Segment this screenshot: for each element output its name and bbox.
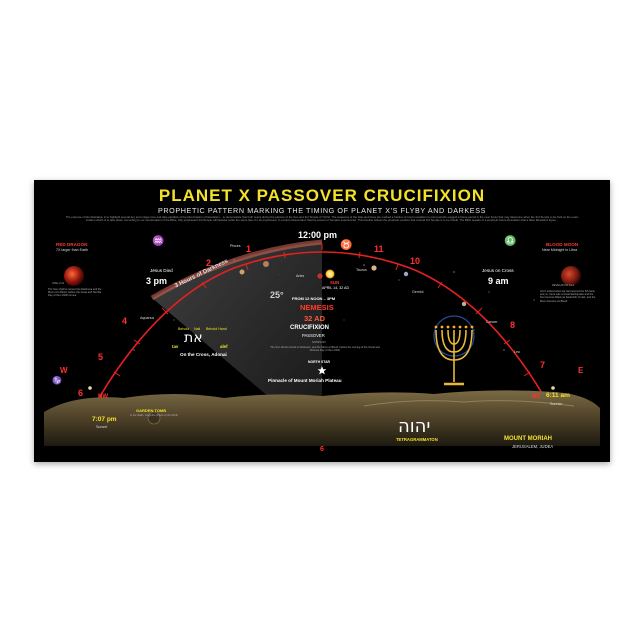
blood-moon-sub: Near Midnight in Libra [542, 248, 578, 252]
hour-number: 6 [78, 388, 84, 398]
tetragrammaton-label: TETRAGRAMMATON [396, 437, 438, 442]
garden-tomb-marker [147, 411, 161, 425]
planet-icon [263, 261, 269, 267]
crucifixion-label: CRUCIFIXION [290, 325, 329, 331]
ne-label: NE [532, 394, 541, 400]
hour-number: 8 [510, 320, 516, 330]
planet-icon [239, 269, 245, 275]
sunset-label: Sunset [96, 425, 108, 429]
zodiac-sign-icon: ♉ [340, 240, 353, 251]
constellation-label: Pisces [230, 244, 241, 248]
menorah-flames [434, 325, 474, 329]
sun-note: The Sun shall be turned into Darkness an… [48, 288, 102, 298]
hour-number: 2 [206, 258, 212, 268]
ecliptic-arc [91, 251, 553, 411]
sunrise-label: Sunrise [550, 402, 563, 406]
east-label: E [578, 366, 584, 375]
year-label: 32 AD [304, 314, 325, 323]
on-cross-label: On the Cross, Adonai [180, 352, 227, 357]
zodiac-sign-icon: ♒ [152, 236, 165, 247]
behold-label-3: Behold Hand [206, 327, 227, 331]
sun-label: SUN [330, 280, 340, 285]
garden-tomb-title: GARDEN TOMB [136, 408, 167, 413]
constellation-label: Leo [514, 350, 520, 354]
yhvh-hebrew: יהוה [398, 416, 431, 437]
from-noon-label: FROM 12 NOON – 3PM [292, 296, 336, 301]
north-star-label: NORTH STAR [308, 360, 330, 364]
blood-moon [561, 266, 581, 286]
three-pm-label: 3 pm [146, 276, 168, 286]
noon-label: 12:00 pm [298, 230, 338, 240]
hour-number: 7 [540, 360, 546, 370]
behold-label-1: Behold [178, 327, 190, 331]
darkness-wedge [152, 242, 322, 442]
poster-graphics [44, 239, 600, 446]
planet-icon [461, 301, 467, 307]
hour-number: 4 [122, 316, 128, 326]
red-dragon-planet [64, 266, 84, 286]
hour-number: 5 [98, 352, 104, 362]
nine-am-label: 9 am [488, 276, 509, 286]
passover-label: PASSOVER [302, 333, 325, 338]
poster-subtitle: PROPHETIC PATTERN MARKING THE TIMING OF … [158, 206, 486, 215]
revelation-note: And I looked when He had opened the 6th … [540, 290, 596, 303]
notes-text: The Sun will be turned to Darkness, and … [270, 346, 380, 352]
nemesis-label: NEMESIS [300, 303, 334, 312]
menorah-icon [433, 315, 475, 386]
hour-ticks [113, 244, 531, 377]
star-icon [317, 366, 327, 375]
darkness-band [150, 239, 323, 301]
constellation-label: Aquarius [140, 316, 155, 320]
tav-alef-hebrew: את [184, 330, 203, 346]
zodiac-sign-icon: ♑ [52, 376, 62, 385]
jesus-on-cross-label: Jesus on Cross [482, 268, 514, 273]
planet-icon [403, 271, 409, 277]
planet-icon [371, 265, 377, 271]
revelation-ref: REVELATION 6:12 [552, 284, 575, 287]
poster: PLANET X PASSOVER CRUCIFIXION PROPHETIC … [34, 180, 610, 462]
sunset-time: 7:07 pm [92, 416, 117, 423]
tav-label: tav [172, 344, 179, 349]
nemesis-planet [317, 273, 323, 279]
zodiac-sign-icon: ♎ [504, 236, 517, 247]
mount-moriah-title: MOUNT MORIAH [504, 436, 552, 442]
alef-label: alef [220, 344, 228, 349]
hour-number: 11 [374, 244, 384, 254]
mountain-icon [44, 390, 600, 446]
red-dragon-title: RED DRAGON [56, 242, 88, 247]
constellation-label: Cancer [486, 320, 498, 324]
pinnacle-label: Pinnacle of Mount Moriah Plateau [268, 378, 342, 383]
sunrise-time: 6:11 am [546, 392, 570, 399]
joel-ref: JOEL 2:31 [52, 282, 65, 285]
mountain-ridge [363, 400, 575, 407]
date-label: APRIL 14, 32 AD [322, 286, 350, 290]
hour-number: 10 [410, 256, 421, 266]
jerusalem-label: JERUSALEM, JUDEA [512, 444, 554, 449]
nw-label: NW [98, 394, 108, 400]
constellation-label: Taurus [356, 268, 367, 272]
moon-icon [88, 386, 92, 390]
moon-icon [551, 386, 555, 390]
sun-icon [325, 269, 335, 279]
angle-label: 25° [270, 290, 284, 300]
west-label: W [60, 366, 68, 375]
garden-tomb-note: In the Walls, Golgotha (Place of the Sku… [130, 414, 178, 417]
constellation-label: Aries [296, 274, 305, 278]
poster-title: PLANET X PASSOVER CRUCIFIXION [158, 186, 486, 205]
behold-label-2: Nail [194, 327, 201, 331]
notes-title: NOTES ON [312, 341, 326, 344]
intro-text: The purpose of this illustration is to h… [65, 215, 579, 223]
red-dragon-sub: 7X larger than Earth [56, 248, 89, 252]
blood-moon-title: BLOOD MOON [546, 242, 579, 247]
jesus-died-label: Jesus Died [150, 268, 173, 273]
hour-number: 6 [320, 446, 324, 453]
hour-number: 1 [246, 244, 252, 254]
constellation-label: Gemini [412, 290, 424, 294]
